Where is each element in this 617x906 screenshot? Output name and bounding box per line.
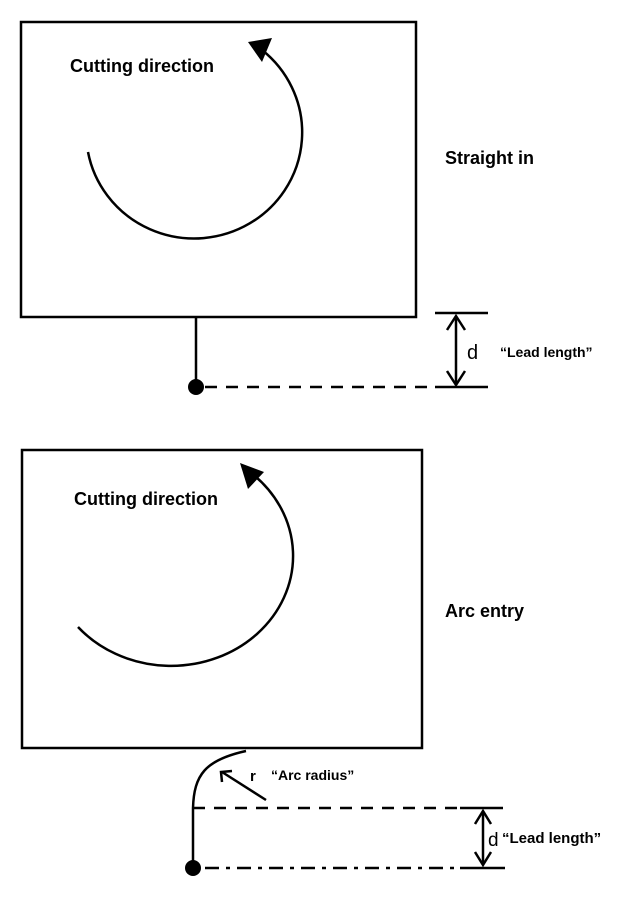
top-part-rectangle: [19, 20, 418, 319]
bottom-direction-arrowhead: [240, 463, 264, 489]
bottom-part-rectangle: [20, 448, 424, 750]
bottom-mode-label: Arc entry: [445, 601, 524, 621]
arc-radius-label: “Arc radius”: [271, 767, 354, 783]
top-cutting-direction-label: Cutting direction: [70, 56, 214, 76]
r-symbol: r: [250, 768, 256, 785]
top-cutting-arc: [86, 49, 304, 240]
top-direction-arrowhead: [248, 38, 272, 62]
bottom-lead-length-label: “Lead length”: [502, 830, 601, 847]
top-lead-length-label: “Lead length”: [500, 344, 593, 360]
top-start-point: [188, 379, 204, 395]
bottom-arc-lead: [191, 749, 247, 868]
bottom-cutting-arc: [77, 471, 295, 668]
bottom-start-point: [185, 860, 201, 876]
radius-arrow: [221, 770, 267, 802]
bottom-d-symbol: d: [488, 830, 499, 851]
top-mode-label: Straight in: [445, 148, 534, 168]
bottom-cutting-direction-label: Cutting direction: [74, 489, 218, 509]
top-d-symbol: d: [467, 342, 478, 364]
